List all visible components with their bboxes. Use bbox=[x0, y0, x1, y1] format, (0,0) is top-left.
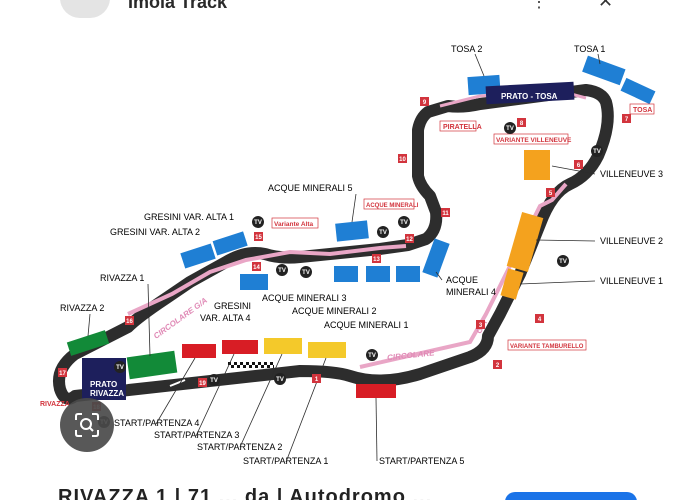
svg-text:TV: TV bbox=[278, 268, 286, 274]
window-title: Imola Track bbox=[128, 0, 228, 12]
svg-text:3: 3 bbox=[479, 323, 483, 329]
svg-text:TV: TV bbox=[276, 377, 284, 383]
label-acque-minerali-4b: MINERALI 4 bbox=[446, 287, 496, 297]
svg-text:6: 6 bbox=[577, 163, 581, 169]
svg-text:TV: TV bbox=[559, 259, 567, 265]
stand-prato-tosa[interactable] bbox=[485, 81, 575, 105]
close-icon[interactable]: ✕ bbox=[598, 0, 614, 11]
stand-tosa-blue[interactable] bbox=[620, 77, 656, 105]
circuit-map: TOSA 2 TOSA 1 PRATO - TOSA TOSA PIRATELL… bbox=[40, 44, 663, 466]
stand-gresini-4[interactable] bbox=[240, 274, 268, 290]
label-tosa2: TOSA 2 bbox=[451, 44, 482, 54]
start-finish-line bbox=[228, 362, 274, 368]
label-prato-a: PRATO bbox=[90, 380, 117, 389]
svg-text:10: 10 bbox=[399, 157, 406, 163]
lens-icon bbox=[75, 413, 99, 437]
label-tosa1: TOSA 1 bbox=[574, 44, 605, 54]
stand-rivazza1[interactable] bbox=[126, 350, 178, 380]
label-prato-tosa: PRATO - TOSA bbox=[501, 92, 558, 101]
stand-start2[interactable] bbox=[264, 338, 302, 354]
label-acque-minerali-1: ACQUE MINERALI 1 bbox=[324, 320, 409, 330]
label-rivazza1: RIVAZZA 1 bbox=[100, 273, 144, 283]
label-circolare: CIRCOLARE bbox=[387, 348, 436, 362]
label-villeneuve3: VILLENEUVE 3 bbox=[600, 169, 663, 179]
label-gresini-1: GRESINI VAR. ALTA 1 bbox=[144, 212, 234, 222]
bottom-caption-bar: RIVAZZA 1 | 71 ... da | Autodromo ... bbox=[0, 486, 700, 500]
label-variante-alta: Variante Alta bbox=[274, 221, 314, 228]
label-rivazza-tag: RIVAZZA bbox=[40, 401, 70, 408]
visual-search-button[interactable] bbox=[60, 398, 114, 452]
stand-acque-minerali-2[interactable] bbox=[366, 266, 390, 282]
label-acque-minerali-5: ACQUE MINERALI 5 bbox=[268, 183, 353, 193]
svg-text:17: 17 bbox=[59, 371, 66, 377]
label-tosa-tag: TOSA bbox=[633, 107, 652, 114]
stand-start4[interactable] bbox=[182, 344, 216, 358]
stand-acque-minerali-3[interactable] bbox=[334, 266, 358, 282]
svg-text:TV: TV bbox=[400, 220, 408, 226]
turn-markers: 1 2 3 4 5 6 7 8 9 10 11 12 13 14 15 16 1… bbox=[58, 97, 631, 411]
app-logo-icon bbox=[60, 0, 110, 18]
circolare-ga-path bbox=[127, 244, 407, 316]
label-start2: START/PARTENZA 2 bbox=[197, 442, 282, 452]
svg-text:TV: TV bbox=[368, 353, 376, 359]
svg-text:14: 14 bbox=[253, 265, 260, 271]
svg-text:TV: TV bbox=[506, 126, 514, 132]
pit-arrow bbox=[169, 379, 186, 387]
stand-rivazza2[interactable] bbox=[66, 330, 110, 356]
label-variante-tamburello: VARIANTE TAMBURELLO bbox=[510, 344, 584, 350]
svg-text:TV: TV bbox=[593, 149, 601, 155]
stand-acque-minerali-5[interactable] bbox=[335, 220, 369, 242]
stand-tosa1[interactable] bbox=[582, 55, 626, 86]
app-bar: Imola Track ⋮ ✕ bbox=[0, 0, 700, 18]
stand-gresini-2[interactable] bbox=[180, 243, 216, 269]
label-villeneuve2: VILLENEUVE 2 bbox=[600, 236, 663, 246]
label-villeneuve1: VILLENEUVE 1 bbox=[600, 276, 663, 286]
label-gresini-2: GRESINI VAR. ALTA 2 bbox=[110, 227, 200, 237]
label-piratella: PIRATELLA bbox=[443, 124, 482, 131]
label-acque-minerali-3: ACQUE MINERALI 3 bbox=[262, 293, 347, 303]
svg-text:8: 8 bbox=[520, 121, 524, 127]
svg-text:1: 1 bbox=[315, 377, 319, 383]
label-acque-minerali-4a: ACQUE bbox=[446, 275, 478, 285]
label-gresini-4a: GRESINI bbox=[214, 301, 251, 311]
svg-text:TV: TV bbox=[116, 365, 124, 371]
image-caption[interactable]: RIVAZZA 1 | 71 ... da | Autodromo ... bbox=[58, 486, 433, 500]
stand-start3[interactable] bbox=[222, 340, 258, 354]
label-rivazza2: RIVAZZA 2 bbox=[60, 303, 104, 313]
svg-text:TV: TV bbox=[210, 378, 218, 384]
more-dots-icon[interactable]: ⋮ bbox=[531, 0, 547, 11]
stand-start5[interactable] bbox=[356, 384, 396, 398]
svg-text:16: 16 bbox=[126, 319, 133, 325]
svg-text:2: 2 bbox=[496, 363, 500, 369]
svg-text:TV: TV bbox=[302, 270, 310, 276]
svg-text:15: 15 bbox=[255, 235, 262, 241]
stand-gresini-1[interactable] bbox=[212, 231, 248, 256]
stand-villeneuve3[interactable] bbox=[524, 150, 550, 180]
label-gresini-4b: VAR. ALTA 4 bbox=[200, 313, 251, 323]
svg-text:9: 9 bbox=[423, 100, 427, 106]
visit-button[interactable] bbox=[505, 492, 637, 500]
svg-text:7: 7 bbox=[625, 117, 629, 123]
svg-text:19: 19 bbox=[199, 381, 206, 387]
svg-text:12: 12 bbox=[406, 237, 413, 243]
svg-text:TV: TV bbox=[379, 230, 387, 236]
label-acque-minerali-tag: ACQUE MINERALI bbox=[366, 203, 419, 209]
svg-text:5: 5 bbox=[549, 191, 553, 197]
stand-acque-minerali-1[interactable] bbox=[396, 266, 420, 282]
svg-text:4: 4 bbox=[538, 317, 542, 323]
svg-text:13: 13 bbox=[373, 257, 380, 263]
track-outline bbox=[53, 84, 614, 405]
label-start5: START/PARTENZA 5 bbox=[379, 456, 464, 466]
stand-villeneuve2[interactable] bbox=[506, 212, 544, 272]
stand-start1[interactable] bbox=[308, 342, 346, 358]
svg-text:11: 11 bbox=[442, 211, 449, 217]
stand-villeneuve1[interactable] bbox=[500, 268, 524, 300]
label-variante-villeneuve: VARIANTE VILLENEUVE bbox=[496, 137, 572, 144]
label-prato-b: RIVAZZA bbox=[90, 389, 124, 398]
label-acque-minerali-2: ACQUE MINERALI 2 bbox=[292, 306, 377, 316]
svg-text:TV: TV bbox=[254, 220, 262, 226]
stand-acque-minerali-4[interactable] bbox=[422, 238, 450, 278]
label-start1: START/PARTENZA 1 bbox=[243, 456, 328, 466]
